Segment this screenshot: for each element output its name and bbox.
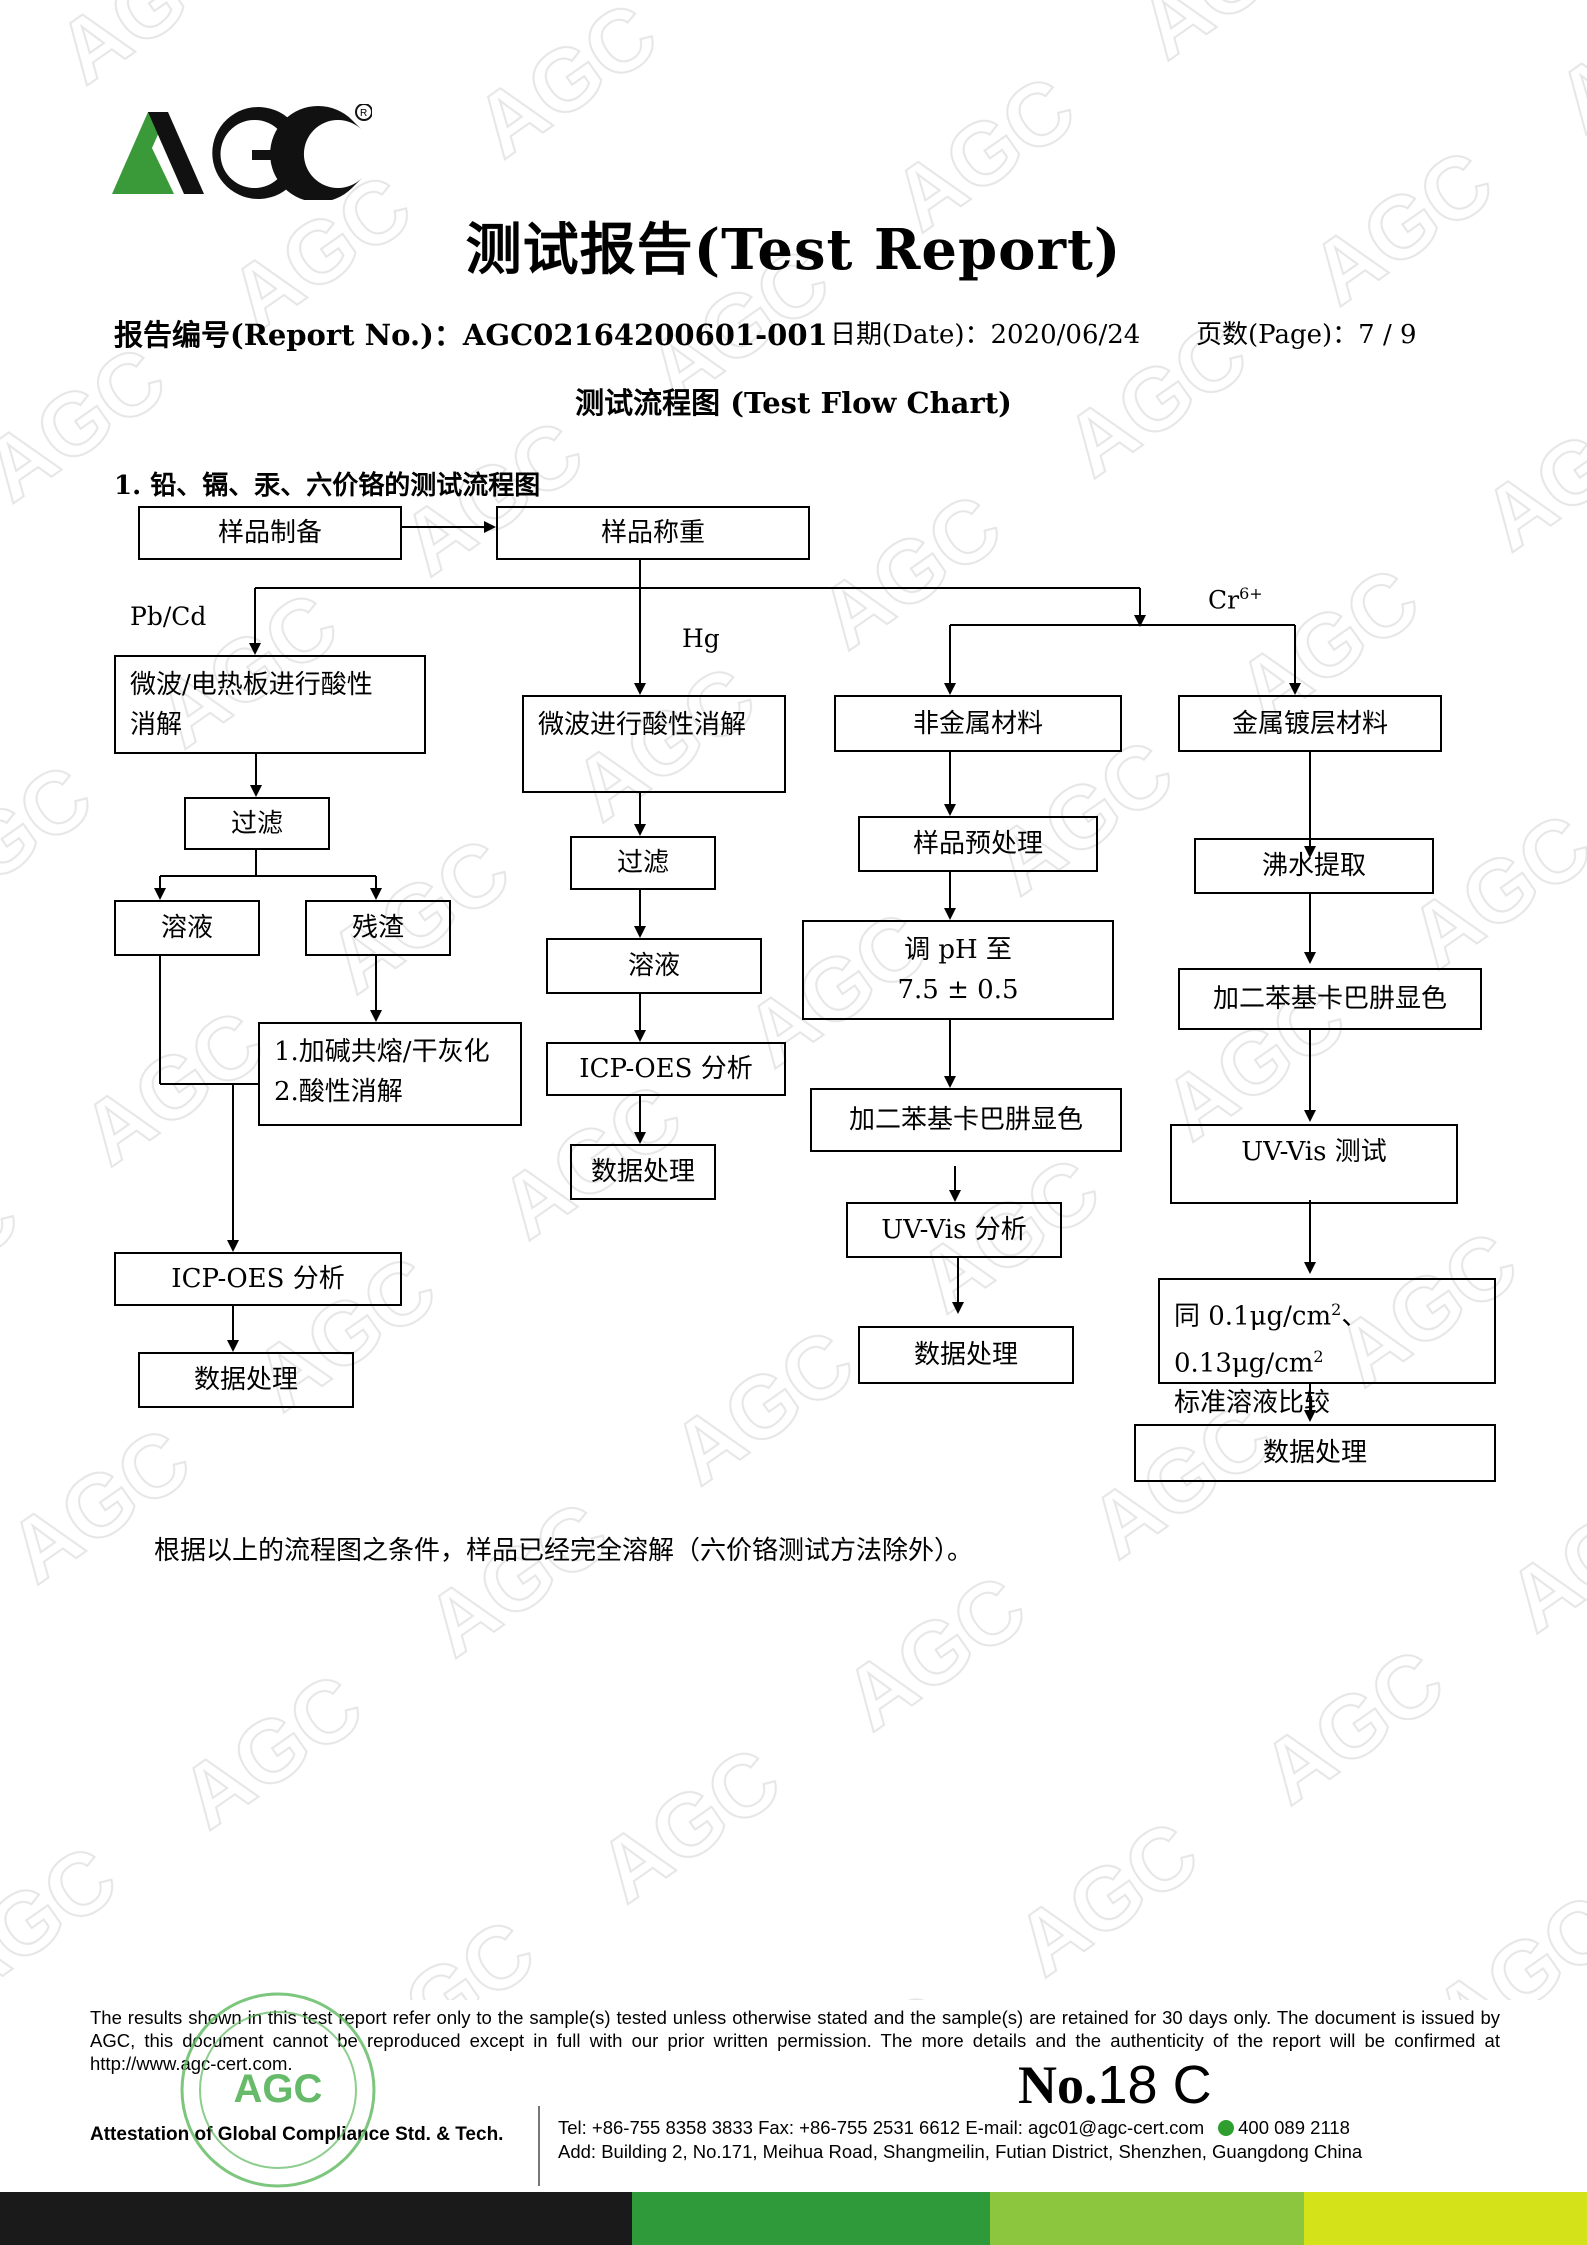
agc-seal-stamp: AGC: [180, 1992, 376, 2188]
footer-bar-black: [0, 2192, 632, 2245]
agc-logo: R: [112, 104, 372, 200]
hg-icp-box: ICP-OES 分析: [546, 1042, 786, 1096]
hg-filter-box: 过滤: [570, 836, 716, 890]
page-number: 页数(Page)：7 / 9: [1196, 320, 1417, 350]
pbcd-filter-box: 过滤: [184, 797, 330, 850]
footer-divider: [538, 2106, 540, 2186]
section-heading: 1. 铅、镉、汞、六价铬的测试流程图: [114, 471, 541, 501]
branch-label-cr6: Cr6+: [1208, 584, 1263, 615]
company-name: Attestation of Global Compliance Std. & …: [90, 2124, 504, 2145]
metal-uvvis-box: UV-Vis 测试: [1170, 1124, 1458, 1204]
sample-weigh-box: 样品称重: [496, 506, 810, 560]
conclusion-text: 根据以上的流程图之条件，样品已经完全溶解（六价铬测试方法除外）。: [154, 1536, 974, 1566]
metal-color-box: 加二苯基卡巴肼显色: [1178, 968, 1482, 1030]
nonmetal-data-box: 数据处理: [858, 1326, 1074, 1384]
pbcd-digestion-box: 微波/电热板进行酸性消解: [114, 655, 426, 754]
metal-data-box: 数据处理: [1134, 1424, 1496, 1482]
branch-label-pbcd: Pb/Cd: [130, 602, 207, 631]
hg-solution-box: 溶液: [546, 938, 762, 994]
metal-box: 金属镀层材料: [1178, 695, 1442, 752]
chart-title: 测试流程图 (Test Flow Chart): [575, 386, 1012, 420]
footer-bar-yellow: [1304, 2192, 1587, 2245]
flow-connectors: [154, 521, 1316, 1422]
svg-text:AGC: AGC: [234, 2067, 323, 2111]
pbcd-residue-box: 残渣: [305, 900, 451, 956]
phone-icon: [1218, 2120, 1235, 2136]
footer-bar-green: [632, 2192, 990, 2245]
nonmetal-color-box: 加二苯基卡巴肼显色: [810, 1088, 1122, 1152]
page-title: 测试报告(Test Report): [465, 217, 1122, 283]
nonmetal-uvvis-box: UV-Vis 分析: [846, 1202, 1062, 1258]
nonmetal-box: 非金属材料: [834, 695, 1122, 752]
contact-info: Tel: +86-755 8358 3833 Fax: +86-755 2531…: [558, 2117, 1363, 2162]
sample-prep-box: 样品制备: [138, 506, 402, 560]
nonmetal-pretreat-box: 样品预处理: [858, 816, 1098, 872]
footer-color-bar: [0, 2192, 1587, 2245]
disclaimer-text: The results shown in this test report re…: [90, 2007, 1500, 2074]
branch-label-hg: Hg: [682, 624, 720, 653]
pbcd-solution-box: 溶液: [114, 900, 260, 956]
hg-data-box: 数据处理: [570, 1144, 716, 1200]
pbcd-icp-box: ICP-OES 分析: [114, 1252, 402, 1306]
pbcd-data-box: 数据处理: [138, 1352, 354, 1408]
document-number: No.18 C: [1018, 2055, 1212, 2115]
svg-text:R: R: [360, 108, 367, 119]
hg-digestion-box: 微波进行酸性消解: [522, 695, 786, 793]
footer-bar-lime: [990, 2192, 1304, 2245]
report-number: 报告编号(Report No.)：AGC02164200601-001: [114, 318, 828, 352]
metal-boil-box: 沸水提取: [1194, 838, 1434, 894]
report-date: 日期(Date)：2020/06/24: [830, 320, 1141, 350]
